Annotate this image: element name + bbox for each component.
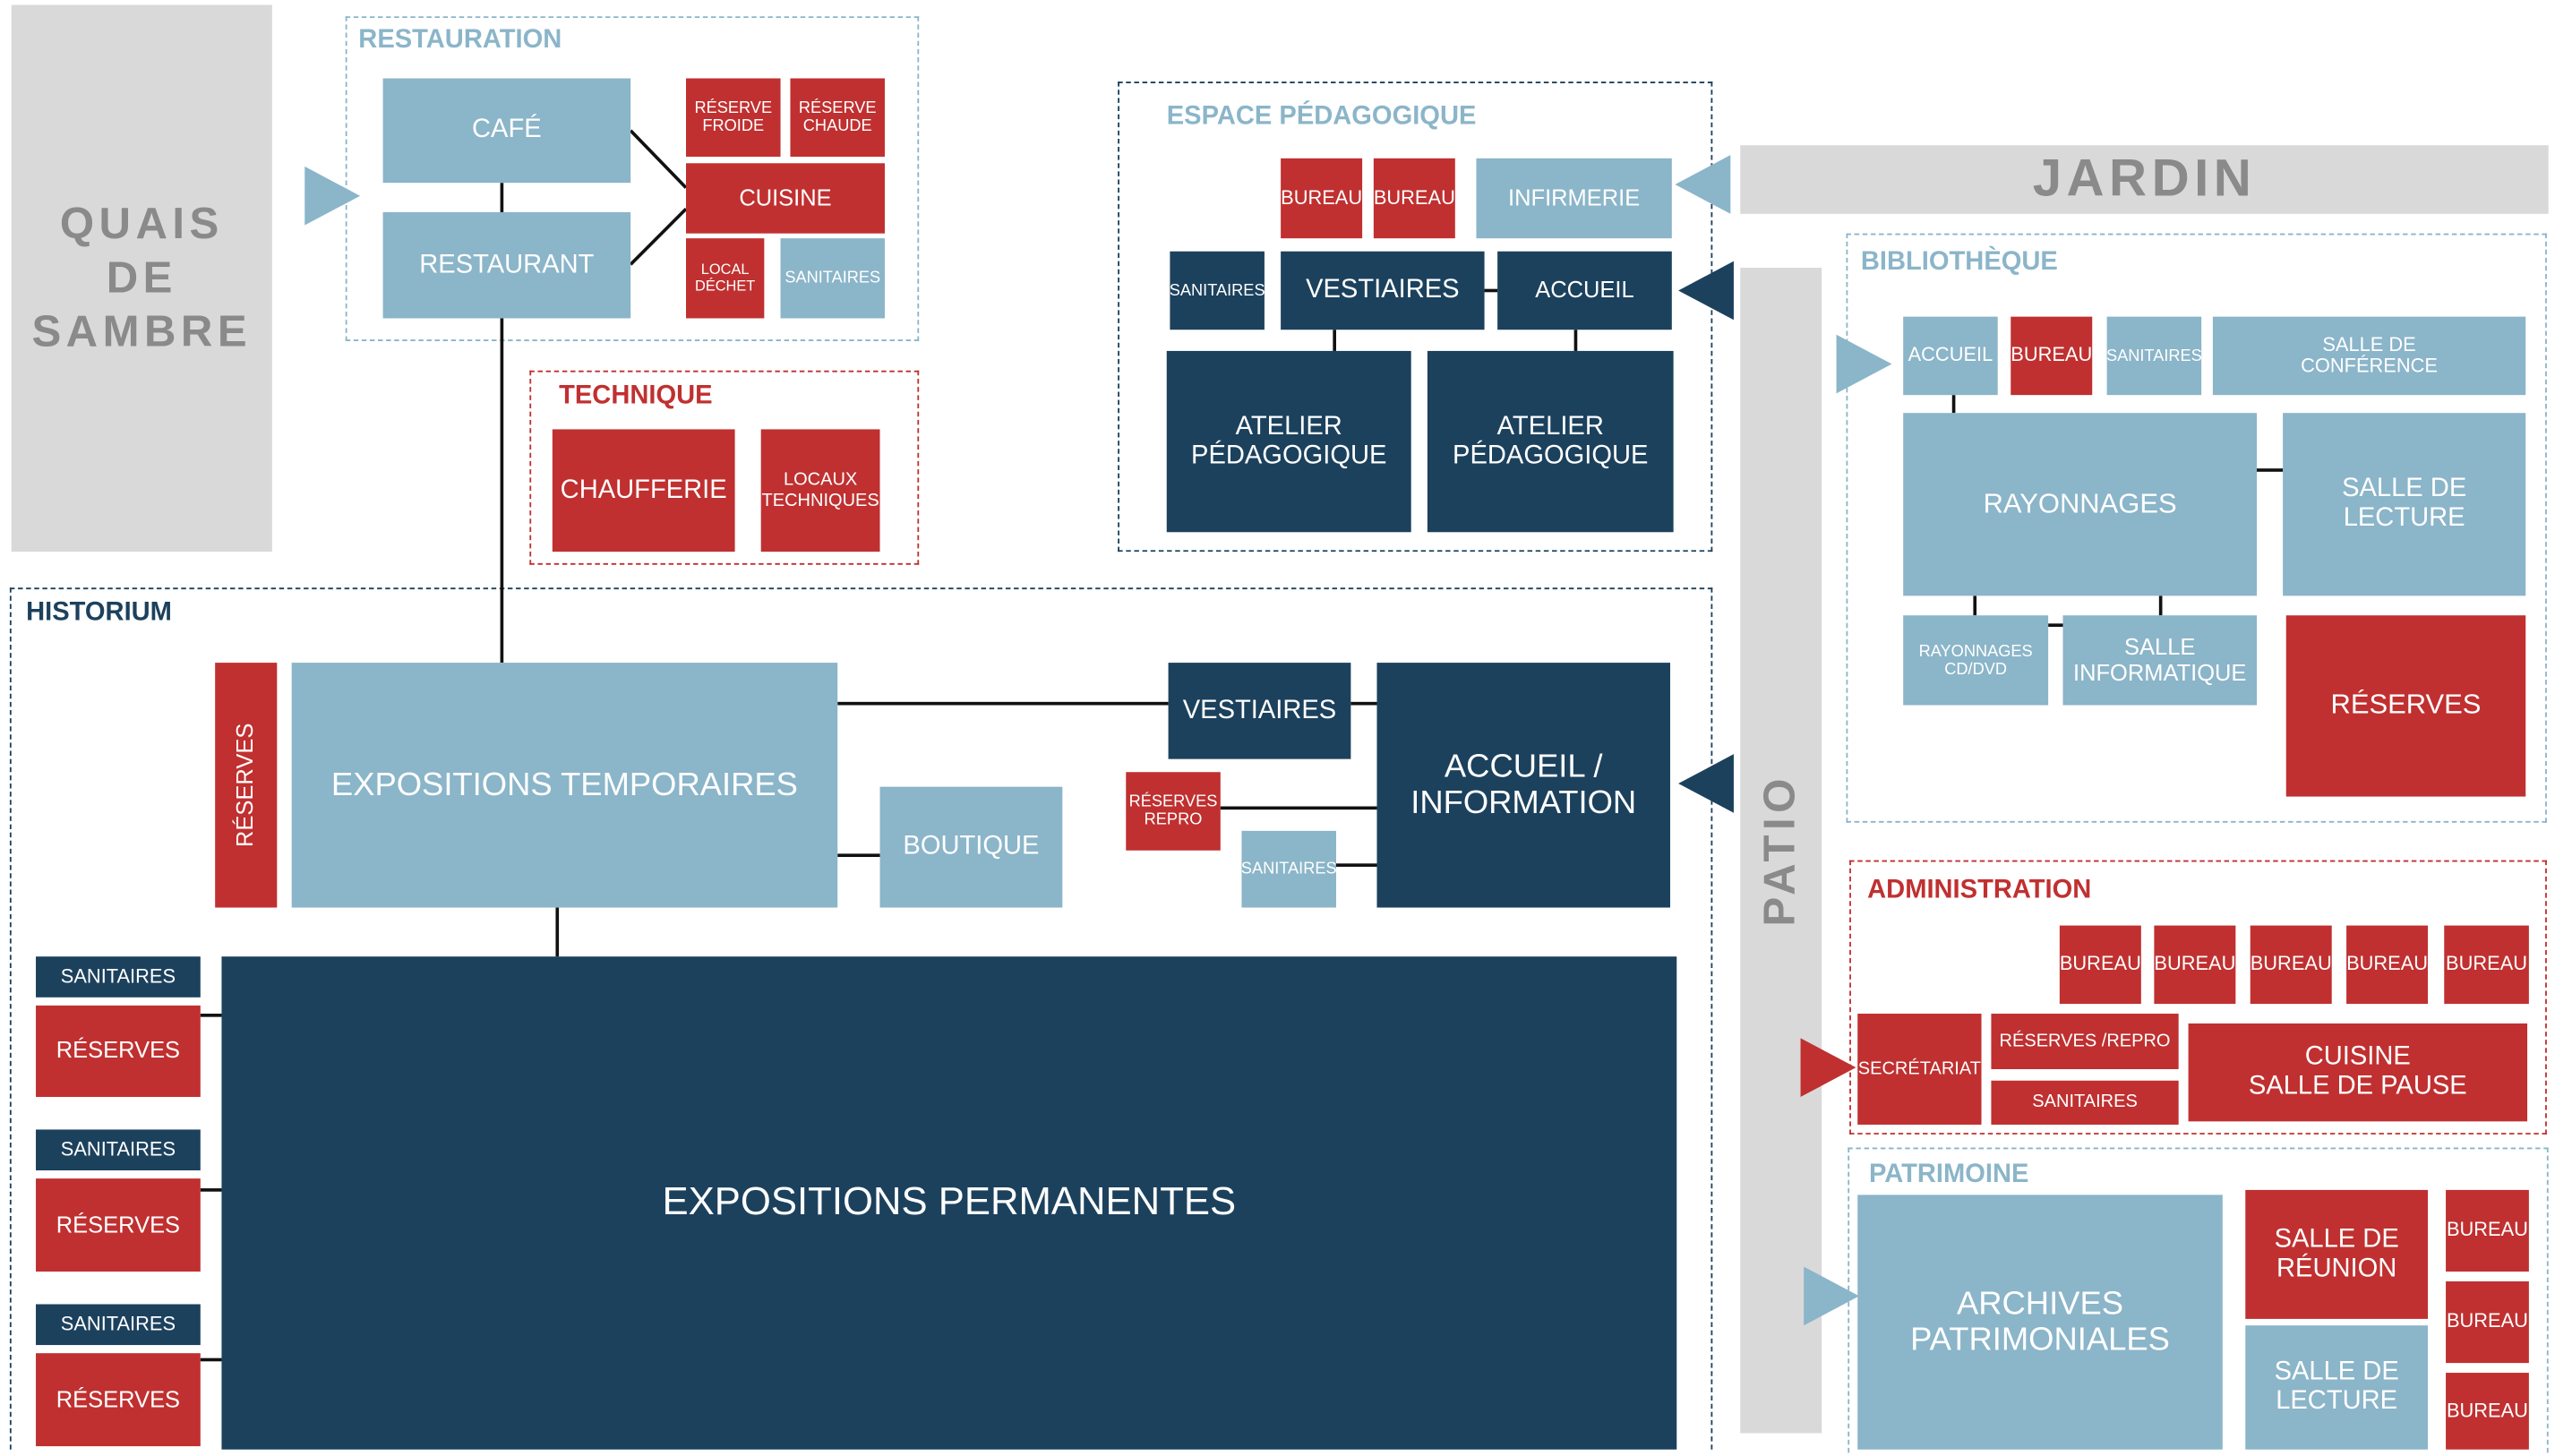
room-bureau-patrimoine-1: BUREAU bbox=[2446, 1189, 2529, 1272]
historium-title: HISTORIUM bbox=[26, 599, 172, 627]
room-bureau-biblio: BUREAU bbox=[2011, 316, 2092, 396]
room-salle-informatique: SALLE INFORMATIQUE bbox=[2062, 615, 2258, 706]
zone-historium bbox=[9, 587, 1713, 1450]
room-chaufferie: CHAUFFERIE bbox=[552, 429, 735, 552]
entrance-arrow-historium bbox=[1678, 754, 1734, 813]
entrance-arrow-patrimoine bbox=[1804, 1266, 1860, 1326]
connector bbox=[200, 1358, 222, 1362]
room-rayonnages-cd-dvd: RAYONNAGES CD/DVD bbox=[1903, 615, 2049, 706]
room-restaurant: RESTAURANT bbox=[382, 211, 631, 319]
bibliotheque-title: BIBLIOTHÈQUE bbox=[1860, 248, 2058, 277]
connector bbox=[1220, 806, 1377, 810]
room-atelier-pedagogique-2: ATELIER PÉDAGOGIQUE bbox=[1427, 350, 1674, 533]
room-sanitaires-1: SANITAIRES bbox=[36, 956, 201, 998]
room-bureau-patrimoine-3: BUREAU bbox=[2446, 1373, 2529, 1450]
room-cuisine: CUISINE bbox=[686, 163, 885, 234]
zone-administration bbox=[1849, 860, 2547, 1135]
room-salle-de-lecture-patrimoine: SALLE DE LECTURE bbox=[2245, 1325, 2429, 1450]
room-bureau-pedago-1: BUREAU bbox=[1281, 158, 1362, 239]
room-reserve-chaude: RÉSERVE CHAUDE bbox=[790, 78, 885, 157]
room-bureau-admin-4: BUREAU bbox=[2346, 925, 2428, 1005]
room-rayonnages: RAYONNAGES bbox=[1903, 413, 2258, 596]
connector bbox=[837, 853, 880, 858]
entrance-arrow-administration bbox=[1800, 1038, 1856, 1097]
room-sanitaires-3: SANITAIRES bbox=[36, 1304, 201, 1346]
room-vestiaires-pedago: VESTIAIRES bbox=[1281, 251, 1485, 330]
room-sanitaires-restauration: SANITAIRES bbox=[780, 238, 885, 319]
room-cuisine-salle-de-pause: CUISINE SALLE DE PAUSE bbox=[2188, 1023, 2528, 1122]
room-accueil-information: ACCUEIL / INFORMATION bbox=[1376, 663, 1670, 908]
administration-title: ADMINISTRATION bbox=[1867, 876, 2092, 904]
connector bbox=[1973, 595, 1977, 616]
connector bbox=[500, 183, 504, 212]
room-reserves-repro: RÉSERVES REPRO bbox=[1126, 772, 1221, 851]
zone-bibliotheque bbox=[1846, 233, 2547, 823]
room-bureau-pedago-2: BUREAU bbox=[1373, 158, 1455, 239]
room-sanitaires-historium: SANITAIRES bbox=[1241, 830, 1337, 908]
room-accueil-biblio: ACCUEIL bbox=[1903, 316, 1998, 396]
connector bbox=[2257, 468, 2284, 472]
room-accueil-pedago: ACCUEIL bbox=[1497, 251, 1672, 330]
room-boutique: BOUTIQUE bbox=[879, 786, 1063, 908]
room-bureau-admin-1: BUREAU bbox=[2059, 925, 2141, 1005]
room-expositions-temporaires: EXPOSITIONS TEMPORAIRES bbox=[291, 663, 838, 908]
room-local-dechet: LOCAL DÉCHET bbox=[686, 238, 765, 319]
restauration-title: RESTAURATION bbox=[358, 26, 562, 55]
connector bbox=[200, 1014, 222, 1017]
connector bbox=[1951, 395, 1956, 414]
jardin: JARDIN bbox=[1740, 145, 2549, 214]
connector bbox=[1335, 863, 1377, 867]
patio: PATIO bbox=[1740, 267, 1822, 1434]
room-reserves-1: RÉSERVES bbox=[36, 1005, 201, 1097]
entrance-arrow-pedagogique bbox=[1678, 261, 1734, 321]
connector bbox=[1484, 288, 1498, 293]
connector bbox=[2048, 623, 2063, 627]
room-reserves-3: RÉSERVES bbox=[36, 1353, 201, 1447]
connector bbox=[555, 907, 560, 957]
room-salle-de-reunion: SALLE DE RÉUNION bbox=[2245, 1189, 2429, 1319]
entrance-arrow-infirmerie bbox=[1675, 155, 1731, 214]
connector bbox=[1573, 330, 1578, 351]
connector bbox=[837, 701, 1169, 706]
connector bbox=[1333, 330, 1336, 351]
zone-technique bbox=[529, 370, 920, 565]
room-bureau-admin-3: BUREAU bbox=[2250, 925, 2332, 1005]
room-atelier-pedagogique-1: ATELIER PÉDAGOGIQUE bbox=[1166, 350, 1411, 533]
room-vestiaires-historium: VESTIAIRES bbox=[1168, 663, 1351, 759]
pedagogique-title: ESPACE PÉDAGOGIQUE bbox=[1166, 102, 1477, 131]
room-reserve-froide: RÉSERVE FROIDE bbox=[686, 78, 781, 157]
connector bbox=[2158, 595, 2163, 616]
room-sanitaires-biblio: SANITAIRES bbox=[2106, 316, 2202, 396]
reserves-vertical-label: RÉSERVES bbox=[231, 723, 259, 848]
zone-espace-pedagogique bbox=[1118, 81, 1713, 552]
quais-de-sambre: QUAIS DE SAMBRE bbox=[11, 4, 272, 552]
room-salle-de-conference: SALLE DE CONFÉRENCE bbox=[2212, 316, 2526, 396]
entrance-arrow-restauration bbox=[304, 166, 361, 226]
room-sanitaires-2: SANITAIRES bbox=[36, 1129, 201, 1171]
room-reserves-vertical: RÉSERVES bbox=[215, 663, 278, 908]
entrance-arrow-bibliotheque bbox=[1836, 334, 1892, 394]
room-reserves-biblio: RÉSERVES bbox=[2285, 615, 2526, 797]
room-cafe: CAFÉ bbox=[382, 78, 631, 184]
room-bureau-admin-5: BUREAU bbox=[2444, 925, 2529, 1005]
technique-title: TECHNIQUE bbox=[559, 381, 713, 410]
room-bureau-admin-2: BUREAU bbox=[2154, 925, 2235, 1005]
connector bbox=[1350, 701, 1377, 706]
patrimoine-title: PATRIMOINE bbox=[1868, 1161, 2029, 1189]
room-sanitaires-admin: SANITAIRES bbox=[1991, 1080, 2179, 1125]
room-archives-patrimoniales: ARCHIVES PATRIMONIALES bbox=[1857, 1195, 2223, 1450]
room-locaux-techniques: LOCAUX TECHNIQUES bbox=[760, 429, 880, 552]
connector bbox=[200, 1188, 222, 1192]
room-bureau-patrimoine-2: BUREAU bbox=[2446, 1280, 2529, 1364]
room-expositions-permanentes: EXPOSITIONS PERMANENTES bbox=[221, 956, 1677, 1450]
room-salle-de-lecture-biblio: SALLE DE LECTURE bbox=[2283, 413, 2526, 596]
connector bbox=[500, 318, 504, 664]
room-reserves-repro-admin: RÉSERVES /REPRO bbox=[1991, 1014, 2179, 1069]
room-infirmerie: INFIRMERIE bbox=[1476, 158, 1672, 239]
room-secretariat: SECRÉTARIAT bbox=[1857, 1014, 1982, 1125]
room-sanitaires-pedago: SANITAIRES bbox=[1170, 251, 1265, 330]
room-reserves-2: RÉSERVES bbox=[36, 1178, 201, 1272]
